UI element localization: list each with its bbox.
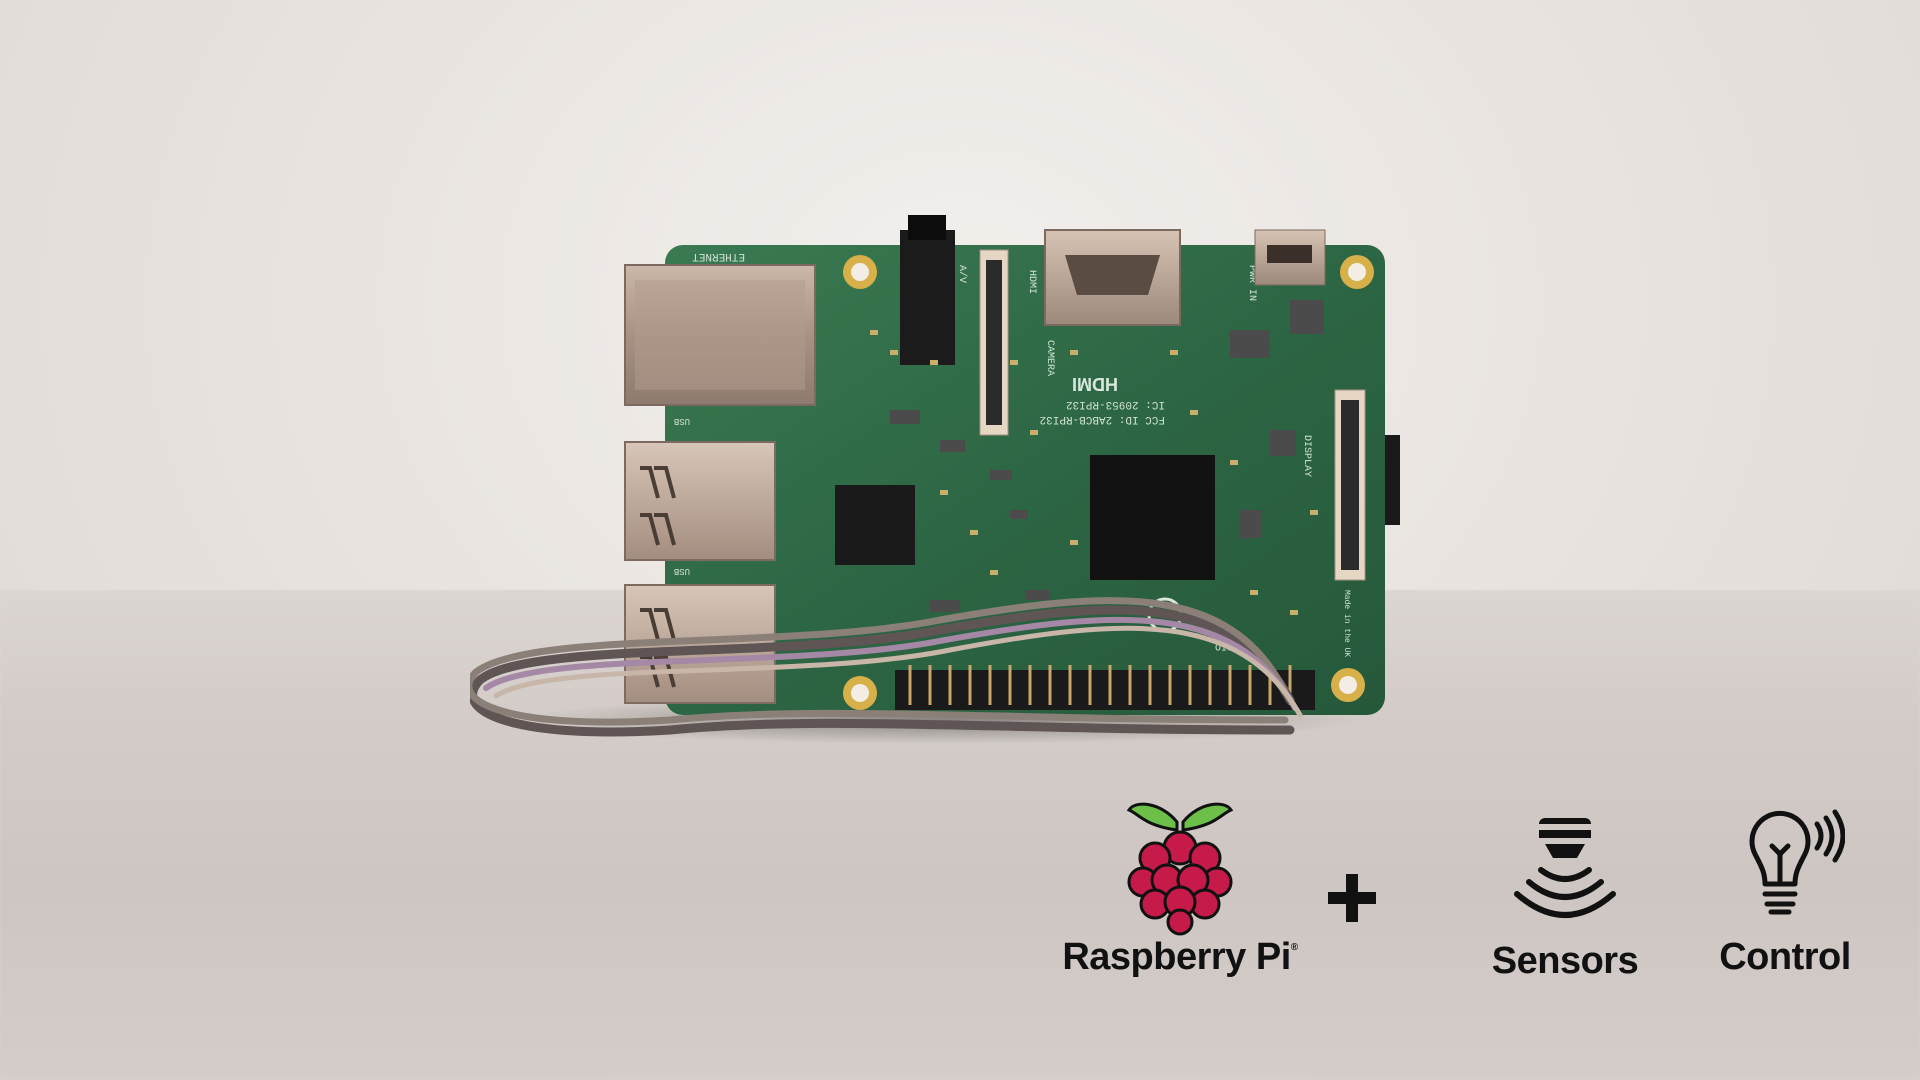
raspberry-pi-logo-group: Raspberry Pi® <box>1060 796 1300 979</box>
silk-usb-2: USB <box>673 566 690 576</box>
lightbulb-control-icon <box>1749 809 1845 915</box>
plus-icon <box>1328 874 1376 922</box>
raspberry-pi-label: Raspberry Pi® <box>1062 936 1298 979</box>
raspberry-pi-logo <box>1126 802 1234 936</box>
silk-hdmi-top: HDMI <box>1026 270 1037 294</box>
trademark-symbol: ® <box>1290 942 1298 953</box>
raspberry-pi-board-photo: ETHERNET A/V HDMI CAMERA PWR IN HDMI FCC… <box>470 215 1400 744</box>
sensors-logo-group: Sensors <box>1470 800 1660 983</box>
silk-camera: CAMERA <box>1044 340 1055 376</box>
silk-ethernet: ETHERNET <box>692 250 745 262</box>
control-logo-group: Control <box>1690 796 1880 979</box>
raspberry-pi-label-text: Raspberry Pi <box>1062 936 1291 978</box>
sensor-waves-icon <box>1514 818 1616 918</box>
silk-usb-1: USB <box>673 416 690 426</box>
control-label: Control <box>1719 936 1851 978</box>
sensors-label: Sensors <box>1491 940 1639 982</box>
silk-display: DISPLAY <box>1301 435 1312 477</box>
silk-pwr: PWR IN <box>1246 265 1257 301</box>
silk-made-in-uk: Made in the UK <box>1342 590 1351 657</box>
silk-av: A/V <box>956 265 968 283</box>
silk-ic: IC: 20953-RPI32 <box>1066 398 1165 410</box>
silk-hdmi-logo: HDMI <box>1072 374 1118 394</box>
silk-fcc: FCC ID: 2ABCB-RPI32 <box>1040 413 1165 425</box>
